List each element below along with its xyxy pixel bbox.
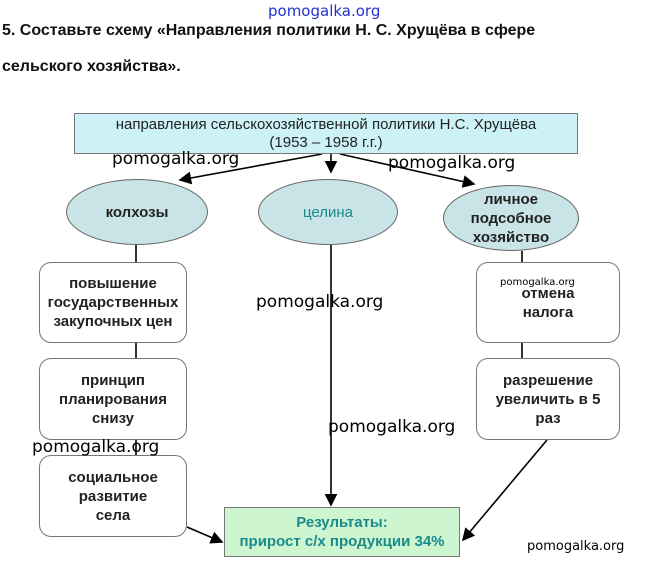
watermark: pomogalka.org [388, 153, 516, 173]
node-celina: целина [258, 179, 398, 245]
node-kolkhozy-label: колхозы [105, 203, 169, 221]
header-line1: направления сельскохозяйственной политик… [115, 115, 537, 133]
watermark: pomogalka.org [112, 149, 240, 169]
arrow-to-kolkhozy [178, 153, 323, 185]
watermark-top: pomogalka.org [268, 2, 381, 20]
watermark: pomogalka.org [32, 437, 160, 457]
left-box-1-label: повышение государственных закупочных цен [47, 275, 179, 330]
node-lichnoe: личное подсобное хозяйство [443, 185, 579, 251]
left-box-3: социальное развитие села [39, 455, 187, 537]
arrow-right-result [461, 439, 548, 542]
left-box-2: принцип планирования снизу [39, 358, 187, 440]
task-title-line2: сельского хозяйства». [2, 58, 181, 75]
right-box-2: разрешение увеличить в 5 раз [476, 358, 620, 440]
left-box-2-label: принцип планирования снизу [59, 371, 167, 427]
result-box: Результаты: прирост с/х продукции 34% [224, 507, 460, 557]
task-title-line1: 5. Составьте схему «Направления политики… [2, 22, 536, 39]
watermark: pomogalka.org [500, 277, 575, 288]
left-box-1: повышение государственных закупочных цен [39, 262, 187, 343]
header-line2: (1953 – 1958 г.г.) [269, 133, 383, 151]
watermark: pomogalka.org [328, 417, 456, 437]
watermark: pomogalka.org [527, 539, 625, 554]
node-lichnoe-label: личное подсобное хозяйство [470, 190, 552, 246]
header-box: направления сельскохозяйственной политик… [74, 113, 578, 154]
result-line1: Результаты: [296, 514, 388, 531]
arrow-left-result [186, 526, 224, 544]
node-celina-label: целина [302, 203, 354, 221]
left-box-3-label: социальное развитие села [68, 468, 158, 524]
right-box-1: отмена налога [476, 262, 620, 343]
arrow-to-lichnoe [339, 153, 476, 188]
right-box-1-label: отмена налога [521, 284, 575, 321]
node-kolkhozy: колхозы [66, 179, 208, 245]
watermark: pomogalka.org [256, 292, 384, 312]
right-box-2-label: разрешение увеличить в 5 раз [495, 371, 601, 427]
result-line2: прирост с/х продукции 34% [239, 533, 445, 550]
